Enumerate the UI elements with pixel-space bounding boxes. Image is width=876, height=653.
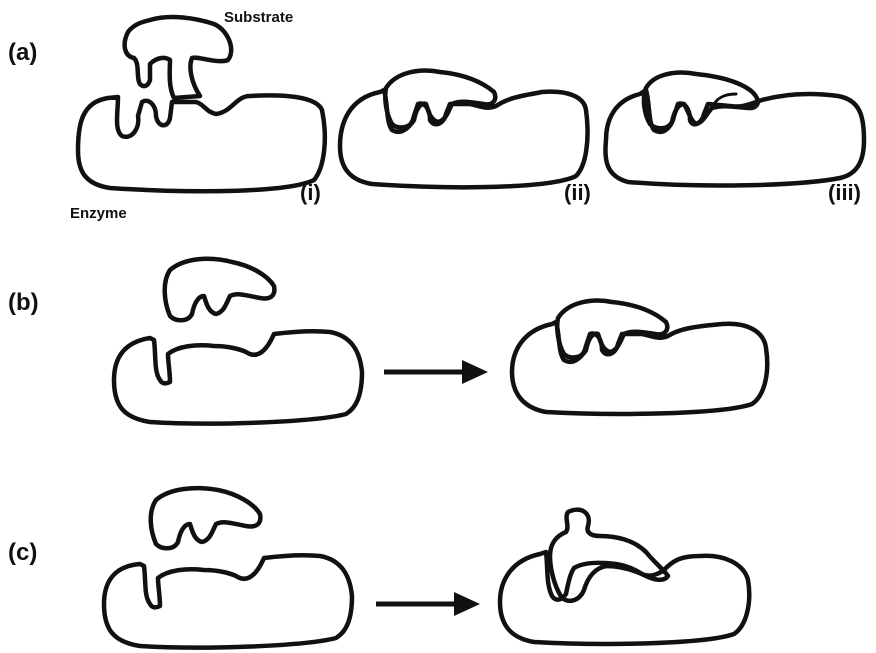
enzyme-c-free [104, 555, 352, 647]
panel-c-label: (c) [8, 539, 37, 566]
arrow-c [376, 592, 480, 616]
enzyme-label: Enzyme [70, 205, 127, 222]
step-ii-label: (ii) [564, 180, 591, 205]
enzyme-a-i [78, 95, 325, 191]
step-i-label: (i) [300, 180, 321, 205]
arrow-b [384, 360, 488, 384]
panel-b-label: (b) [8, 289, 39, 316]
step-iii-label: (iii) [828, 180, 861, 205]
substrate-a-i [125, 17, 232, 98]
substrate-label: Substrate [224, 9, 293, 26]
panel-a-label: (a) [8, 39, 37, 66]
substrate-a-ii [385, 71, 495, 128]
enzyme-c-bound [500, 552, 749, 644]
enzyme-b-bound [512, 322, 767, 414]
enzyme-a-ii [340, 90, 588, 187]
substrate-a-iii [644, 73, 758, 129]
substrate-b-free [165, 259, 275, 321]
substrate-b-bound [557, 301, 667, 358]
substrate-c-free [151, 488, 261, 548]
enzyme-b-free [114, 331, 362, 423]
